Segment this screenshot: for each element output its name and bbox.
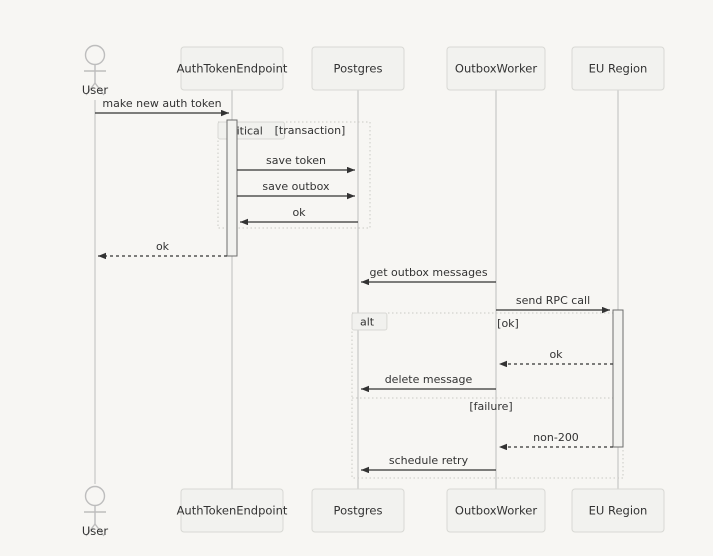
participant-box-worker[interactable]: OutboxWorker — [446, 488, 546, 533]
message-m1: make new auth token — [95, 97, 229, 117]
message-m9: delete message — [361, 373, 496, 393]
message-m10: non-200 — [499, 431, 613, 451]
participant-label-user: User — [82, 83, 108, 97]
participant-box-rect — [571, 46, 665, 91]
message-m5: ok — [98, 240, 227, 260]
message-m2: save token — [237, 154, 355, 174]
participant-box-rect — [446, 46, 546, 91]
participant-label-auth: AuthTokenEndpoint — [177, 62, 288, 76]
fragment-condition-label: [failure] — [469, 400, 512, 413]
participants-group: UserUserAuthTokenEndpointAuthTokenEndpoi… — [82, 44, 665, 539]
message-m8: ok — [499, 348, 613, 368]
actor-leg-right-icon — [94, 523, 105, 537]
participant-box-auth[interactable]: AuthTokenEndpoint — [177, 488, 288, 533]
message-label: make new auth token — [102, 97, 221, 110]
participant-box-rect — [180, 46, 284, 91]
participant-label-pg: Postgres — [334, 504, 383, 518]
message-m6: get outbox messages — [361, 266, 496, 286]
participant-label-auth: AuthTokenEndpoint — [177, 504, 288, 518]
message-label: delete message — [385, 373, 473, 386]
participant-box-rect — [446, 488, 546, 533]
message-label: non-200 — [533, 431, 579, 444]
participant-box-rect — [311, 488, 405, 533]
message-m3: save outbox — [237, 180, 355, 200]
participant-box-auth[interactable]: AuthTokenEndpoint — [177, 46, 288, 91]
message-m11: schedule retry — [361, 454, 496, 474]
actor-leg-left-icon — [85, 523, 96, 537]
fragment-condition-label: [transaction] — [275, 124, 346, 137]
participant-label-eu: EU Region — [589, 62, 648, 76]
fragment-operator-box — [351, 312, 388, 331]
message-label: schedule retry — [389, 454, 469, 467]
participant-actor-user[interactable]: User — [82, 485, 108, 539]
participant-label-worker: OutboxWorker — [455, 504, 537, 518]
participant-label-user: User — [82, 524, 108, 538]
actor-leg-right-icon — [94, 82, 105, 96]
message-label: send RPC call — [516, 294, 590, 307]
fragment-operator-label: alt — [360, 316, 375, 329]
participant-label-eu: EU Region — [589, 504, 648, 518]
message-label: save outbox — [262, 180, 330, 193]
message-label: get outbox messages — [369, 266, 487, 279]
participant-box-rect — [311, 46, 405, 91]
participant-box-eu[interactable]: EU Region — [571, 46, 665, 91]
participant-box-rect — [180, 488, 284, 533]
participant-box-pg[interactable]: Postgres — [311, 46, 405, 91]
activation-bar-eu — [612, 309, 624, 448]
message-label: ok — [156, 240, 170, 253]
fragment-border — [217, 121, 371, 229]
message-label: ok — [292, 206, 306, 219]
message-label: ok — [549, 348, 563, 361]
messages-group: make new auth token save token save outbox… — [95, 97, 613, 474]
activations-group — [226, 119, 624, 448]
actor-leg-left-icon — [85, 82, 96, 96]
participant-box-rect — [571, 488, 665, 533]
activation-bar-auth — [226, 119, 238, 257]
lifelines-group — [94, 90, 619, 489]
participant-label-worker: OutboxWorker — [455, 62, 537, 76]
participant-box-pg[interactable]: Postgres — [311, 488, 405, 533]
participant-box-eu[interactable]: EU Region — [571, 488, 665, 533]
participant-box-worker[interactable]: OutboxWorker — [446, 46, 546, 91]
actor-head-icon — [84, 485, 106, 507]
message-m7: send RPC call — [496, 294, 610, 314]
fragment-condition-label: [ok] — [497, 317, 519, 330]
message-m4: ok — [240, 206, 358, 226]
participant-actor-user[interactable]: User — [82, 44, 108, 98]
message-label: save token — [266, 154, 326, 167]
actor-head-icon — [84, 44, 106, 66]
participant-label-pg: Postgres — [334, 62, 383, 76]
